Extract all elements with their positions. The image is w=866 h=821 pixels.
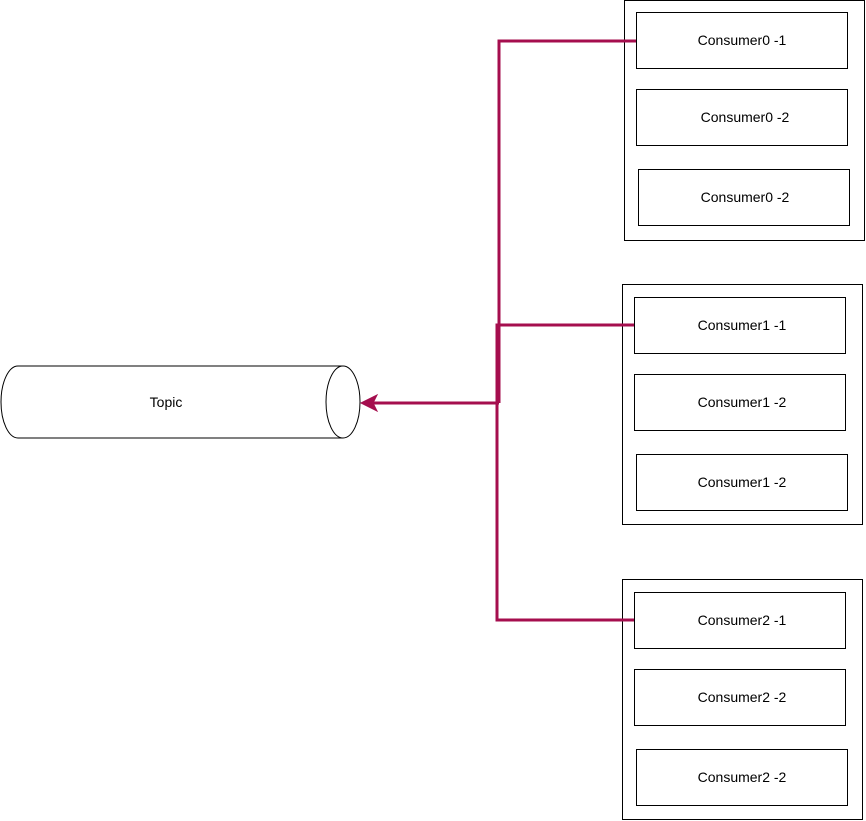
arrowhead-icon <box>359 393 379 413</box>
consumer-2-2-box <box>634 669 846 726</box>
consumer-1-3-box <box>636 454 848 511</box>
topic-cylinder-end <box>325 365 344 439</box>
consumer-box: Consumer0 -2 <box>636 89 848 146</box>
consumer-0-1-label: Consumer0 -1 <box>698 32 787 48</box>
consumer-box: Consumer2 -2 <box>634 669 846 726</box>
consumer-box: Consumer1 -1 <box>634 297 846 354</box>
connector-consumer1-to-topic <box>495 323 634 403</box>
connectors <box>359 39 636 622</box>
consumer-box: Consumer0 -2 <box>638 169 850 226</box>
consumer-0-3-box <box>638 169 850 226</box>
consumer-2-1-box <box>634 592 846 649</box>
consumer-box: Consumer2 -2 <box>636 749 848 806</box>
consumer-group-1: Consumer1 -1 Consumer1 -2 Consumer1 -2 <box>622 284 863 525</box>
topic-label: Topic <box>150 394 183 410</box>
consumer-2-3-label: Consumer2 -2 <box>698 769 787 785</box>
consumer-1-1-box <box>634 297 846 354</box>
consumer-box: Consumer2 -1 <box>634 592 846 649</box>
consumer-2-2-label: Consumer2 -2 <box>698 689 787 705</box>
consumer-2-1-label: Consumer2 -1 <box>698 612 787 628</box>
consumer-0-1-box <box>636 12 848 69</box>
consumer-2-3-box <box>636 749 848 806</box>
topic-node: Topic <box>0 365 361 439</box>
consumer-0-3-label: Consumer0 -2 <box>701 189 790 205</box>
consumer-0-2-label: Consumer0 -2 <box>701 109 790 125</box>
consumer-0-2-box <box>636 89 848 146</box>
connector-consumer2-to-topic <box>495 403 634 622</box>
connector-consumer0-to-topic <box>497 39 636 403</box>
consumer-group-2: Consumer2 -1 Consumer2 -2 Consumer2 -2 <box>622 579 863 820</box>
consumer-group-0: Consumer0 -1 Consumer0 -2 Consumer0 -2 <box>624 0 865 241</box>
consumer-1-2-label: Consumer1 -2 <box>698 394 787 410</box>
consumer-1-2-box <box>634 374 846 431</box>
consumer-1-3-label: Consumer1 -2 <box>698 474 787 490</box>
consumer-box: Consumer0 -1 <box>636 12 848 69</box>
consumer-box: Consumer1 -2 <box>634 374 846 431</box>
consumer-1-1-label: Consumer1 -1 <box>698 317 787 333</box>
consumer-box: Consumer1 -2 <box>636 454 848 511</box>
